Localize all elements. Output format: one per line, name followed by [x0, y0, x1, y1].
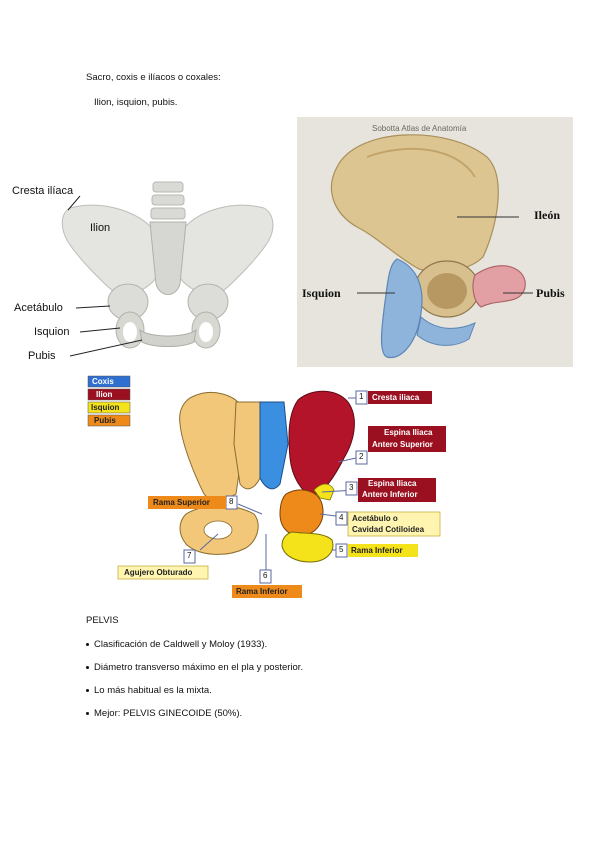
- pelvis-bullet-4: Mejor: PELVIS GINECOIDE (50%).: [86, 708, 242, 719]
- callout-cresta-iliaca: Cresta iliaca: [372, 393, 420, 402]
- callout-acetabulo-1: Acetábulo o: [352, 514, 398, 523]
- pelvis-bullet-3-text: Lo más habitual es la mixta.: [94, 685, 212, 696]
- callout-acetabulo-2: Cavidad Cotiloidea: [352, 525, 425, 534]
- label-isquion-lateral: Isquion: [302, 286, 341, 300]
- label-pubis-lateral: Pubis: [536, 286, 565, 300]
- callout-number-2: 2: [359, 452, 364, 461]
- label-cresta-iliaca: Cresta ilíaca: [12, 185, 74, 197]
- pelvis-heading: PELVIS: [86, 615, 119, 626]
- callout-espina-inf-2: Antero Inferior: [362, 490, 418, 499]
- label-ilion: Ilion: [90, 222, 111, 234]
- callout-agujero-obturado: Agujero Obturado: [124, 568, 193, 577]
- callout-rama-superior: Rama Superior: [153, 498, 210, 507]
- callout-number-7: 7: [187, 551, 192, 560]
- pelvis-bullet-3: Lo más habitual es la mixta.: [86, 685, 212, 696]
- watermark-text: Sobotta Atlas de Anatomía: [372, 124, 467, 133]
- label-pubis: Pubis: [28, 350, 56, 362]
- bullet-icon: [86, 711, 89, 715]
- callout-rama-inferior-5: Rama Inferior: [351, 546, 403, 555]
- pelvis-bullet-1: Clasificación de Caldwell y Moloy (1933)…: [86, 639, 267, 650]
- callout-number-3: 3: [349, 483, 354, 492]
- intro-line-2: Ilion, isquion, pubis.: [94, 97, 178, 108]
- pelvis-bullet-2: Diámetro transverso máximo en el pla y p…: [86, 662, 303, 673]
- label-isquion: Isquion: [34, 326, 70, 338]
- legend-isquion: Isquion: [91, 403, 120, 412]
- label-ileon: Ileón: [534, 208, 561, 222]
- bullet-icon: [86, 665, 89, 669]
- label-acetabulo: Acetábulo: [14, 302, 63, 314]
- callout-espina-sup-1: Espina Iliaca: [384, 428, 433, 437]
- intro-line-1: Sacro, coxis e ilíacos o coxales:: [86, 72, 221, 83]
- pelvis-front-illustration: [10, 180, 282, 368]
- callout-espina-inf-1: Espina Iliaca: [368, 479, 417, 488]
- callout-number-1: 1: [359, 392, 364, 401]
- bullet-icon: [86, 642, 89, 646]
- pelvis-bullet-2-text: Diámetro transverso máximo en el pla y p…: [94, 662, 304, 673]
- bullet-icon: [86, 688, 89, 692]
- pelvis-colored-diagram: [87, 375, 446, 598]
- callout-number-5: 5: [339, 545, 344, 554]
- callout-number-6: 6: [263, 571, 268, 580]
- pelvis-bullet-4-text: Mejor: PELVIS GINECOIDE (50%).: [94, 708, 243, 719]
- legend-ilion: Ilion: [96, 390, 113, 399]
- pelvis-bullet-1-text: Clasificación de Caldwell y Moloy (1933)…: [94, 639, 268, 650]
- legend-pubis: Pubis: [94, 416, 116, 425]
- callout-number-8: 8: [229, 497, 234, 506]
- callout-espina-sup-2: Antero Superior: [372, 440, 433, 449]
- callout-number-4: 4: [339, 513, 344, 522]
- legend-coxis: Coxis: [92, 377, 114, 386]
- callout-rama-inferior-6: Rama Inferior: [236, 587, 288, 596]
- hip-bone-lateral-illustration: [297, 117, 573, 367]
